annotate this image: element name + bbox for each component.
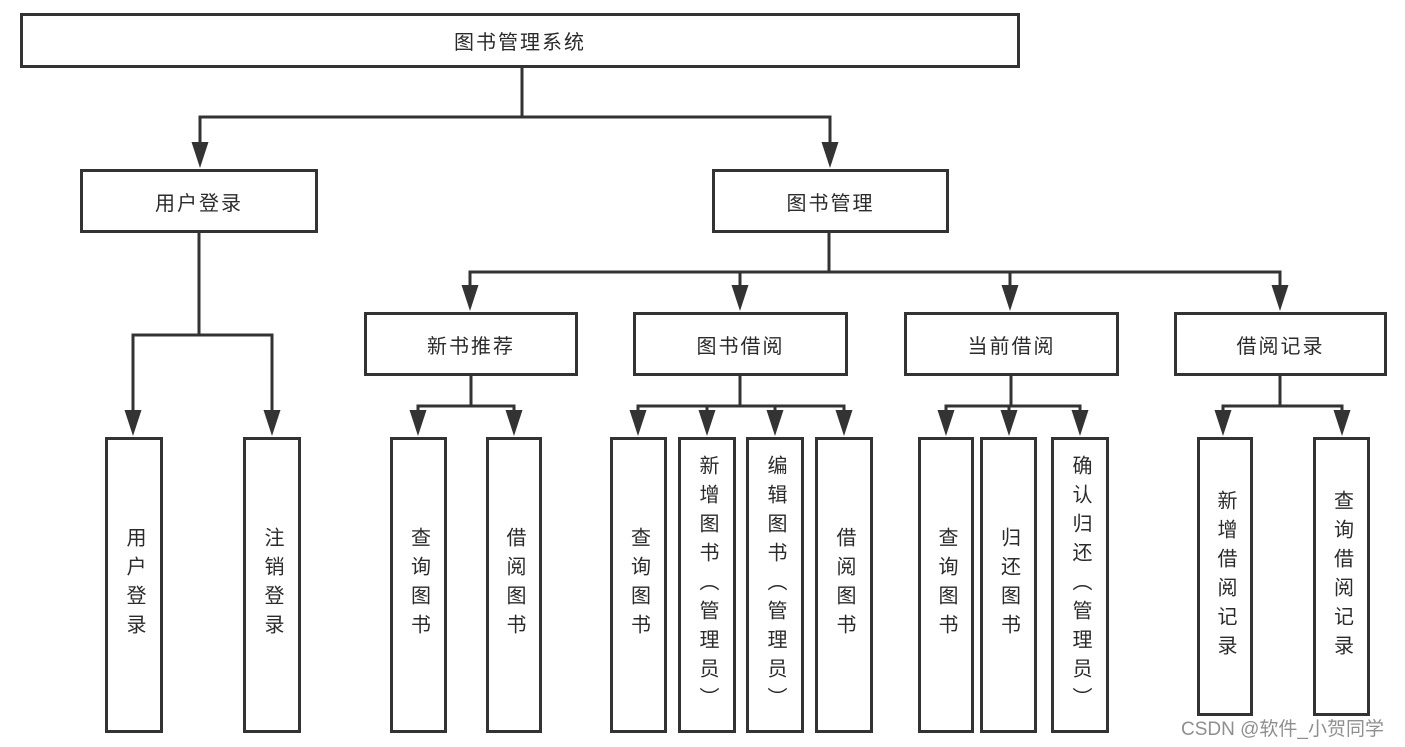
node-confirm-return-admin: 确认归还（管理员） [1051,437,1109,733]
node-book-management: 图书管理 [712,169,949,233]
node-add-book-admin: 新增图书（管理员） [678,437,736,733]
node-query-books-recommend: 查询图书 [390,437,447,733]
node-query-books-current: 查询图书 [918,437,974,733]
edge-newbook-split [416,376,516,414]
edge-records-split [1221,376,1344,414]
node-query-borrow-record: 查询借阅记录 [1313,437,1370,716]
node-add-borrow-record: 新增借阅记录 [1197,437,1253,716]
node-book-borrow: 图书借阅 [633,312,848,376]
node-return-book: 归还图书 [980,437,1037,733]
node-borrow-books-recommend: 借阅图书 [486,437,542,733]
node-query-books-borrow: 查询图书 [610,437,667,733]
edge-borrow-split [636,376,846,414]
edge-userlogin-split [131,233,274,414]
node-borrow-records: 借阅记录 [1174,312,1387,376]
edge-bookmgmt-split [468,233,1282,290]
node-logout: 注销登录 [243,437,301,733]
arrowheads [124,142,1351,436]
node-borrow-books: 借阅图书 [815,437,873,733]
node-root: 图书管理系统 [20,13,1020,68]
edge-root-split [198,68,832,145]
edge-current-split [944,376,1082,414]
watermark: CSDN @软件_小贺同学 [1181,719,1384,740]
node-login: 用户登录 [105,437,163,733]
node-user-login: 用户登录 [80,169,318,233]
node-new-book-recommend: 新书推荐 [364,312,578,376]
node-current-borrow: 当前借阅 [904,312,1119,376]
node-edit-book-admin: 编辑图书（管理员） [746,437,804,733]
